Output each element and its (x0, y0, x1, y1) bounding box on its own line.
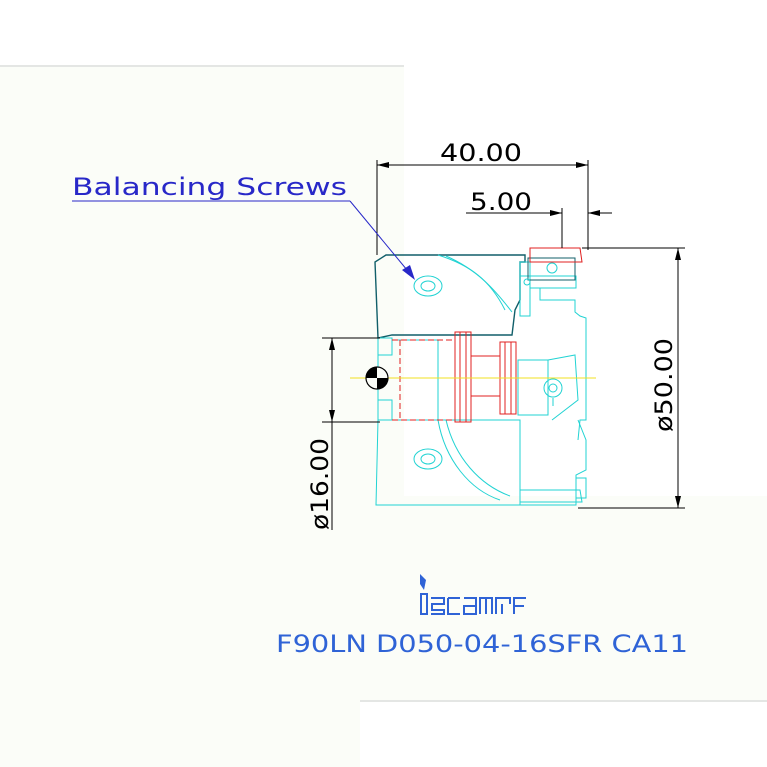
annotation-label: Balancing Screws (72, 173, 347, 201)
drawing-sheet (0, 65, 767, 767)
dim-bore-diameter: ø16.00 (306, 438, 334, 530)
part-number: F90LN D050-04-16SFR CA11 (276, 630, 688, 658)
dim-overall-length: 40.00 (440, 139, 522, 167)
cutter-body (374, 254, 587, 506)
dim-cutting-diameter: ø50.00 (650, 338, 678, 432)
annotation-leader (72, 200, 415, 280)
dimension-lines (322, 160, 685, 530)
hidden-features (392, 247, 583, 423)
iscar-logo: iscar (420, 574, 526, 615)
section-marker (365, 366, 389, 390)
dim-insert-offset: 5.00 (470, 188, 532, 216)
